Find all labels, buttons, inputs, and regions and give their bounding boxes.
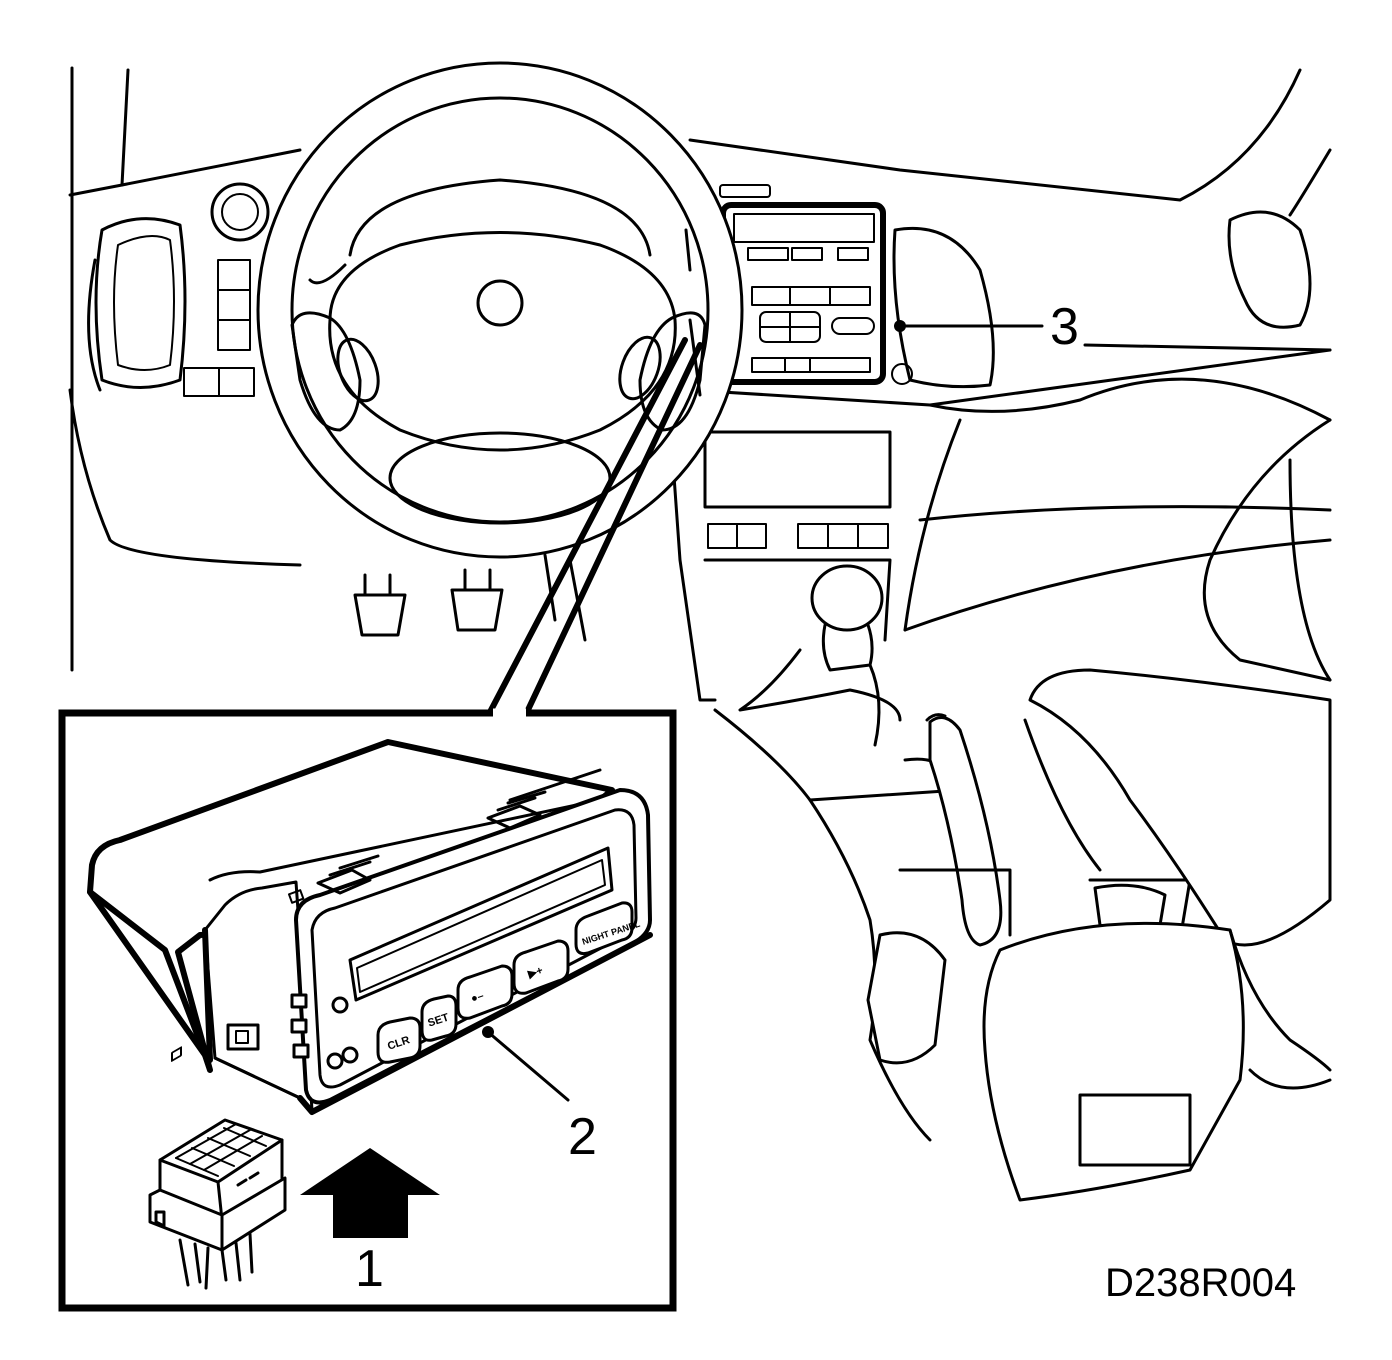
connector — [148, 1046, 287, 1290]
callout-1: 1 — [355, 1240, 384, 1298]
radio-stack — [719, 184, 913, 385]
callout-3: 3 — [894, 298, 1079, 356]
callout-3-label: 3 — [1050, 298, 1079, 356]
minus-button-label: ●– — [469, 990, 485, 1005]
callout-2: 2 — [482, 1026, 597, 1166]
callout-1-label: 1 — [355, 1240, 384, 1298]
dashboard-outline — [68, 66, 1332, 702]
plus-button-label: ▶+ — [526, 965, 545, 981]
insertion-arrow — [300, 1148, 440, 1238]
gear-stick-and-seats — [713, 564, 1332, 1202]
callout-2-label: 2 — [568, 1108, 597, 1166]
figure-code: D238R004 — [1105, 1261, 1296, 1305]
clr-button: CLR — [376, 1016, 422, 1064]
plus-button: ▶+ — [512, 939, 570, 995]
steering-wheel — [256, 61, 744, 559]
set-button: SET — [420, 994, 458, 1042]
display-unit: CLR SET ●– ▶+ NIGHT PANEL — [87, 739, 653, 1115]
minus-button: ●– — [456, 964, 514, 1020]
